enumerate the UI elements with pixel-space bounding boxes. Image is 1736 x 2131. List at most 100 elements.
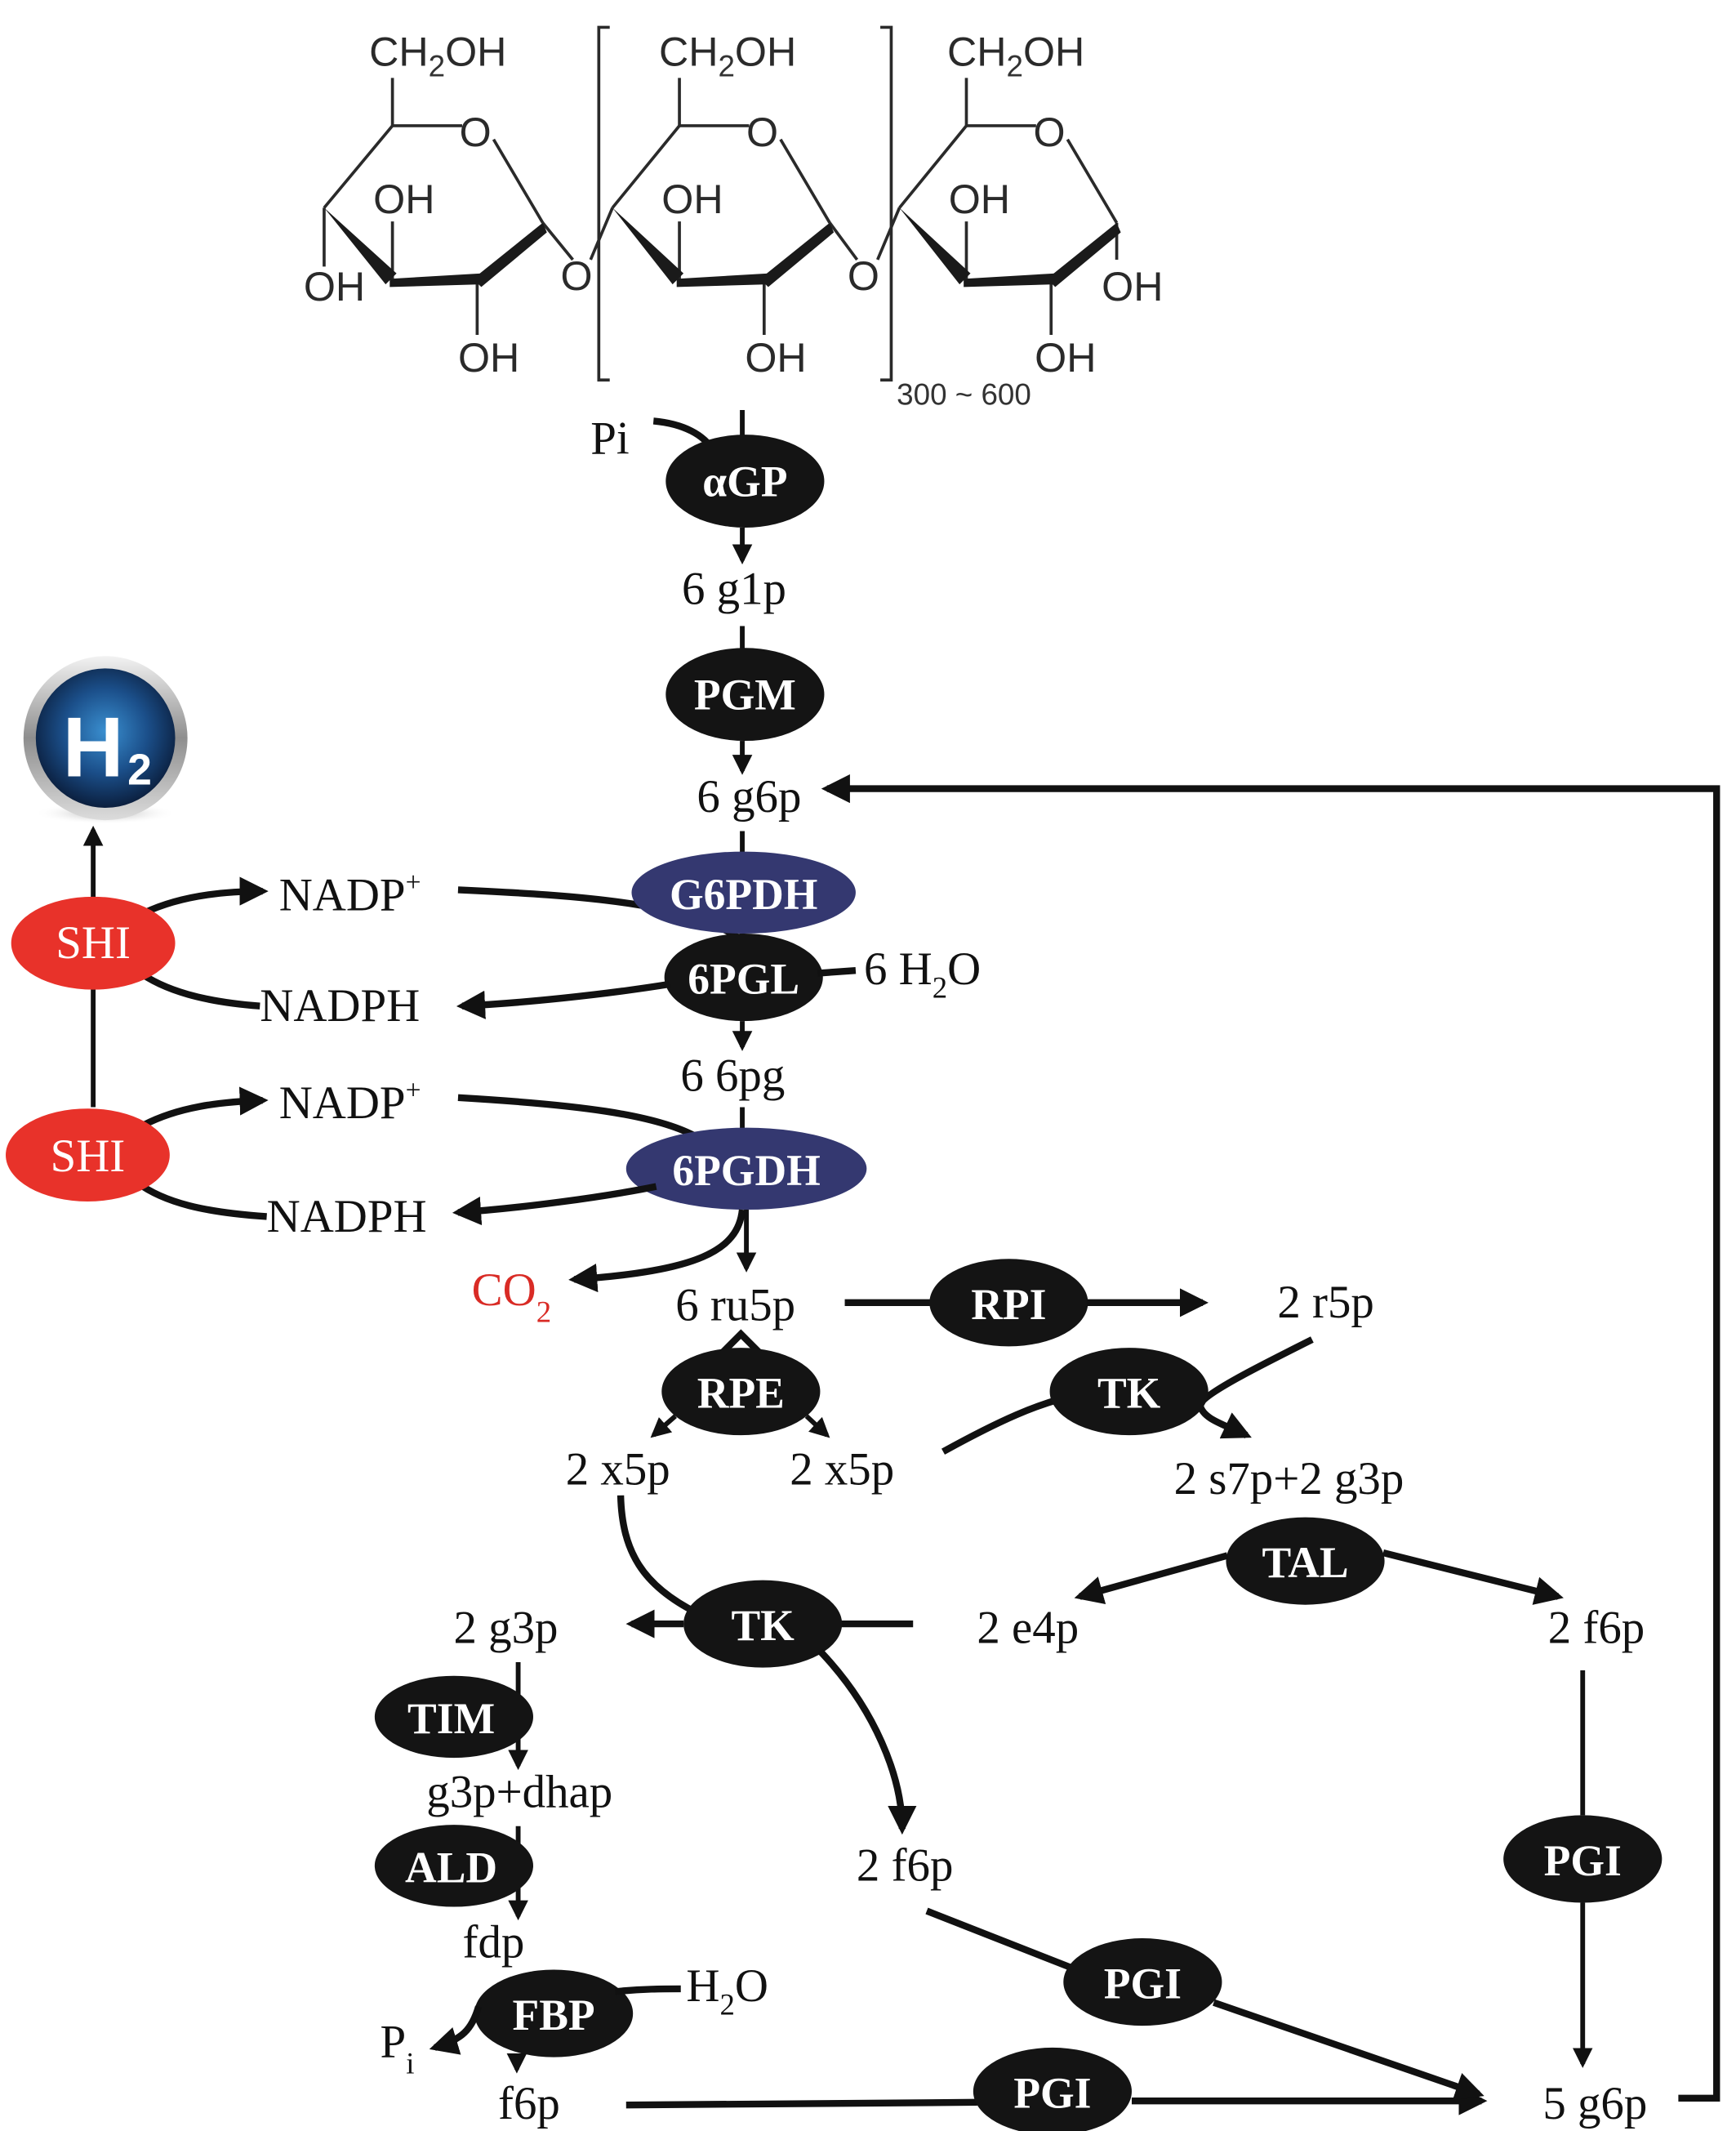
ring1-oh-bottom: OH xyxy=(458,335,519,381)
metabolite-r5p: 2 r5p xyxy=(1277,1277,1373,1328)
enzyme-pgi-2[interactable] xyxy=(1063,1938,1222,2026)
metabolite-x5p-left: 2 x5p xyxy=(566,1443,670,1495)
enzyme-ald-label: ALD xyxy=(405,1843,497,1892)
enzyme-agp-label: αGP xyxy=(702,457,787,506)
enzyme-pgi-1-label: PGI xyxy=(1544,1836,1622,1885)
product-h2-subscript: 2 xyxy=(127,747,152,795)
metabolite-f6p-mid: 2 f6p xyxy=(857,1840,953,1892)
metabolite-h2o-6: 6 H2O xyxy=(864,943,981,1005)
ring3-oxygen: O xyxy=(1033,109,1065,155)
edge-nadp2-6pgdh xyxy=(457,1094,699,1141)
edge-nadph2-shi2 xyxy=(135,1179,267,1220)
edge-ru5p-rpe xyxy=(719,1329,763,1356)
metabolite-ru5p: 6 ru5p xyxy=(675,1280,795,1331)
enzyme-shi-2[interactable] xyxy=(6,1108,170,1202)
enzyme-rpi-label: RPI xyxy=(971,1280,1046,1329)
enzyme-tk-1-label: TK xyxy=(1097,1369,1161,1418)
ring1-oh-top: OH xyxy=(373,176,434,222)
metabolite-f6p-bottom: f6p xyxy=(498,2078,560,2129)
enzyme-shi-1-label: SHI xyxy=(56,917,131,969)
metabolite-s7p-g3p: 2 s7p+2 g3p xyxy=(1174,1453,1404,1505)
enzyme-shi-1[interactable] xyxy=(11,896,176,990)
edge-6pgdh-co2 xyxy=(568,1209,746,1293)
metabolite-f6p-right: 2 f6p xyxy=(1548,1603,1645,1654)
edge-nadph1-shi1 xyxy=(135,967,260,1010)
metabolite-g3p: 2 g3p xyxy=(454,1603,559,1654)
enzyme-pgi-3[interactable] xyxy=(973,2047,1132,2131)
metabolite-pi-in: Pi xyxy=(590,413,629,465)
enzyme-rpi[interactable] xyxy=(929,1259,1088,1347)
metabolite-nadph-1: NADPH xyxy=(260,980,420,1032)
enzyme-fbp[interactable] xyxy=(474,1969,634,2057)
edge-rpe-x5p-left xyxy=(650,1414,677,1438)
enzyme-pgi-2-label: PGI xyxy=(1104,1959,1182,2008)
edge-f6p-mid-pgi2 xyxy=(925,1907,1075,1972)
enzyme-ald[interactable] xyxy=(374,1825,533,1907)
oxidative-branch: Pi αGP 6 g1p PGM 6 g6p G6PDH 6PGL 6 H2O … xyxy=(452,410,981,1331)
ring1-oxygen: O xyxy=(460,109,492,155)
enzyme-tal[interactable] xyxy=(1226,1517,1385,1605)
repeat-count: 300 ~ 600 xyxy=(897,377,1031,411)
glycosidic-oxygen-2: O xyxy=(848,253,879,299)
enzyme-pgm-label: PGM xyxy=(694,671,796,720)
edge-x5p-tk2 xyxy=(617,1495,699,1616)
enzyme-tk-1[interactable] xyxy=(1049,1348,1209,1436)
glucose-ring-2: CH2OH O OH OH xyxy=(611,29,859,381)
enzyme-pgi-1[interactable] xyxy=(1503,1815,1663,1903)
ring3-oh-bottom: OH xyxy=(1035,335,1096,381)
enzyme-rpe-label: RPE xyxy=(697,1369,785,1418)
enzyme-6pgl-label: 6PGL xyxy=(688,955,799,1004)
metabolite-e4p: 2 e4p xyxy=(977,1603,1079,1654)
enzyme-shi-2-label: SHI xyxy=(51,1130,126,1182)
enzyme-tal-label: TAL xyxy=(1262,1538,1348,1587)
enzyme-pgi-3-label: PGI xyxy=(1013,2069,1091,2118)
edge-shi1-nadp1 xyxy=(142,876,269,916)
repeat-bracket-right xyxy=(880,25,893,382)
metabolite-g1p: 6 g1p xyxy=(682,564,786,615)
edge-tal-f6p-right xyxy=(1382,1549,1564,1605)
ring3-oh-top: OH xyxy=(949,176,1010,222)
enzyme-tk-2[interactable] xyxy=(683,1580,843,1668)
ring2-ch2oh: CH2OH xyxy=(659,29,796,82)
ring2-oxygen: O xyxy=(746,109,778,155)
enzyme-6pgl[interactable] xyxy=(664,934,823,1022)
glycosidic-oxygen-1: O xyxy=(560,253,592,299)
non-oxidative-branch: RPI 2 r5p RPE 2 x5p 2 x5p TK 2 s7p+2 g3p… xyxy=(374,774,1720,2131)
edge-h2o-fbp xyxy=(614,1985,681,1995)
glucose-ring-3: CH2OH O OH OH OH xyxy=(898,29,1163,381)
edge-tal-e4p xyxy=(1074,1552,1229,1605)
metabolite-nadp-2: NADP+ xyxy=(279,1076,421,1129)
edge-f6p-pgi3 xyxy=(625,2098,977,2109)
edge-6pgl-nadph1 xyxy=(456,980,671,1019)
metabolite-nadph-2: NADPH xyxy=(267,1191,427,1242)
metabolite-co2: CO2 xyxy=(472,1264,551,1328)
edge-rpe-x5p-right xyxy=(804,1414,830,1438)
enzyme-tim[interactable] xyxy=(374,1675,533,1759)
enzyme-fbp-label: FBP xyxy=(513,1991,595,2040)
ring3-oh-right: OH xyxy=(1102,264,1163,310)
enzyme-pgm[interactable] xyxy=(665,648,825,742)
repeat-bracket-left xyxy=(597,25,610,382)
metabolite-g6p: 6 g6p xyxy=(697,771,801,823)
enzyme-g6pdh[interactable] xyxy=(631,851,856,934)
enzyme-6pgdh-label: 6PGDH xyxy=(672,1146,820,1195)
ring2-oh-top: OH xyxy=(661,176,723,222)
enzyme-agp[interactable] xyxy=(665,435,825,528)
metabolite-nadp-1: NADP+ xyxy=(279,867,421,921)
edge-r5p-tk1-s7p xyxy=(1196,1336,1314,1439)
edge-h2o-6pgl xyxy=(817,967,857,977)
metabolite-x5p-right: 2 x5p xyxy=(790,1443,894,1495)
metabolite-h2o-fbp: H2O xyxy=(686,1960,768,2022)
edge-feedback-g6p xyxy=(821,774,1720,2102)
product-h2-label: H xyxy=(63,700,124,795)
ring1-oh-left: OH xyxy=(304,264,365,310)
enzyme-6pgdh[interactable] xyxy=(625,1127,867,1210)
edge-pgi2-g6p-out xyxy=(1213,1999,1485,2101)
edge-tk2-f6p-mid xyxy=(817,1648,917,1835)
enzyme-tk-2-label: TK xyxy=(731,1601,795,1650)
metabolite-g3p-dhap: g3p+dhap xyxy=(426,1766,612,1817)
enzyme-rpe[interactable] xyxy=(661,1348,821,1436)
amylose-structure: CH2OH O OH OH OH O CH2OH O OH OH O xyxy=(304,25,1163,411)
metabolite-6pg: 6 6pg xyxy=(680,1050,785,1101)
